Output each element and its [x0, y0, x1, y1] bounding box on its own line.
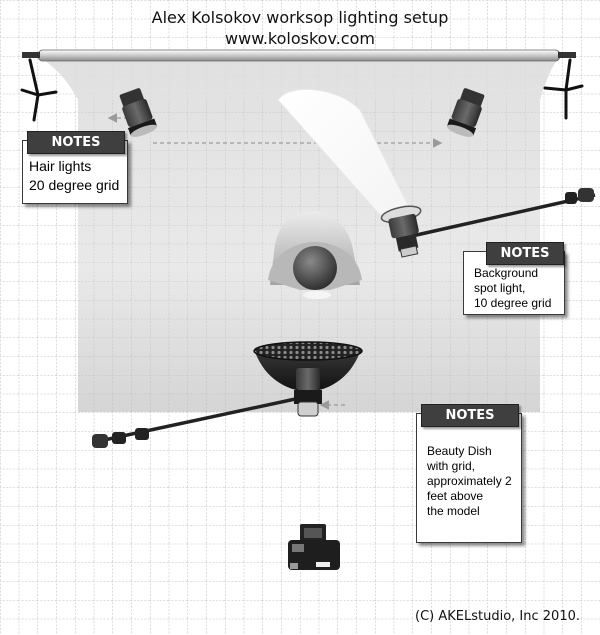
note-text: Background spot light, 10 degree grid	[474, 266, 552, 310]
backdrop-roll	[37, 49, 561, 62]
hair-light-icon	[119, 88, 158, 137]
boom-arm-icon	[411, 188, 596, 238]
spot-light-icon	[380, 205, 422, 258]
note-background-spot: NOTES Background spot light, 10 degree g…	[463, 242, 565, 315]
note-hair-lights: NOTES Hair lights 20 degree grid	[22, 131, 128, 204]
camera-icon	[288, 524, 340, 570]
diagram-url: www.koloskov.com	[225, 29, 375, 48]
boom-arm-icon	[92, 396, 301, 448]
spot-light-beam	[277, 88, 409, 216]
hair-light-icon	[446, 88, 485, 137]
light-stand-icon	[543, 58, 584, 120]
model-icon	[268, 211, 362, 299]
beauty-dish-icon	[253, 341, 363, 417]
note-heading: NOTES	[486, 242, 564, 265]
note-heading: NOTES	[27, 131, 125, 154]
note-text: Hair lights 20 degree grid	[29, 158, 120, 193]
note-text: Beauty Dish with grid, approximately 2 f…	[427, 444, 512, 518]
copyright: (C) AKELstudio, Inc 2010.	[415, 609, 580, 624]
diagram-title: Alex Kolsokov worksop lighting setup	[151, 8, 449, 27]
note-heading: NOTES	[421, 404, 519, 427]
light-stand-icon	[20, 58, 58, 122]
note-beauty-dish: NOTES Beauty Dish with grid, approximate…	[416, 404, 522, 543]
